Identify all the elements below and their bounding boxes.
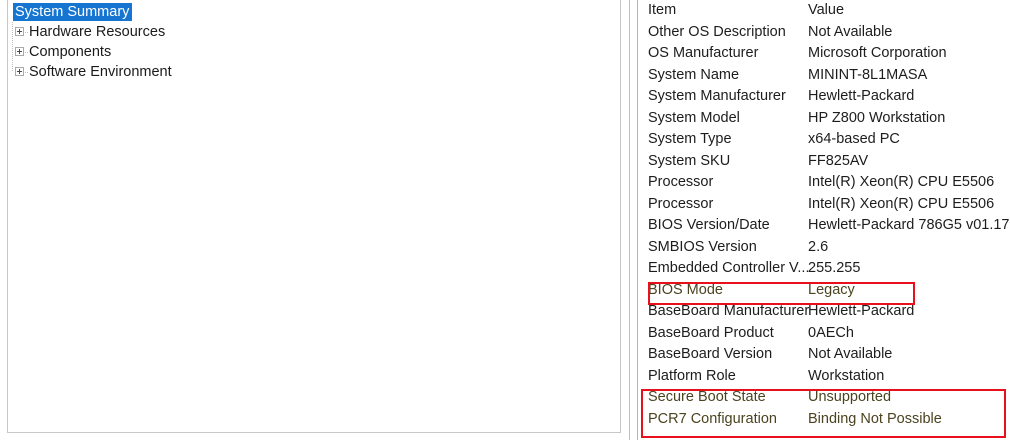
details-row[interactable]: Secure Boot State Unsupported [638, 387, 1010, 409]
details-row-item: BIOS Mode [648, 281, 723, 298]
details-row-item: System Name [648, 66, 740, 83]
tree-item-components[interactable]: Components [8, 42, 620, 62]
details-row-item: System SKU [648, 152, 731, 169]
details-row-item: SMBIOS Version [648, 238, 757, 255]
plus-expander-icon[interactable] [15, 66, 24, 76]
details-row-item: BaseBoard Product [648, 324, 774, 341]
details-row[interactable]: System Model HP Z800 Workstation [638, 108, 1010, 130]
details-row-item: BaseBoard Version [648, 346, 773, 362]
details-row[interactable]: System Name MININT-8L1MASA [638, 65, 1010, 87]
details-row[interactable]: Other OS Description Not Available [638, 22, 1010, 44]
details-row-value: Not Available [808, 346, 893, 362]
details-row-value: Hewlett-Packard [808, 303, 915, 319]
details-row-value: 2.6 [808, 238, 829, 255]
details-row-item: System Manufacturer [648, 88, 786, 104]
details-row[interactable]: Processor Intel(R) Xeon(R) CPU E5506 [638, 172, 1010, 194]
tree-item-label: Software Environment [29, 64, 172, 81]
tree-item-label: Components [29, 44, 112, 61]
details-row-value: HP Z800 Workstation [808, 109, 946, 126]
column-header-item: Item [648, 2, 677, 18]
details-row-item: Other OS Description [648, 23, 786, 40]
details-row[interactable]: BaseBoard Product 0AECh [638, 323, 1010, 345]
details-row[interactable]: BaseBoard Version Not Available [638, 344, 1010, 366]
details-row[interactable]: PCR7 Configuration Binding Not Possible [638, 409, 1010, 431]
details-row-value: 255.255 [808, 260, 861, 276]
details-row[interactable]: System SKU FF825AV [638, 151, 1010, 173]
details-row-value: Intel(R) Xeon(R) CPU E5506 [808, 174, 995, 190]
details-row-item: Secure Boot State [648, 389, 766, 405]
tree-item-system-summary[interactable]: System Summary [8, 2, 620, 22]
details-row-item: BIOS Version/Date [648, 217, 770, 233]
details-row[interactable]: Embedded Controller V...255.255 [638, 258, 1010, 280]
details-row-item: OS Manufacturer [648, 45, 759, 61]
details-row[interactable]: BIOS Mode Legacy [638, 280, 1010, 302]
details-row-value: Intel(R) Xeon(R) CPU E5506 [808, 195, 995, 212]
details-row[interactable]: OS Manufacturer Microsoft Corporation [638, 43, 1010, 65]
tree-item-hardware-resources[interactable]: Hardware Resources [8, 22, 620, 42]
details-row-value: Binding Not Possible [808, 410, 942, 427]
details-row-value: 0AECh [808, 324, 854, 341]
details-row-item: PCR7 Configuration [648, 410, 777, 427]
tree-item-software-environment[interactable]: Software Environment [8, 62, 620, 82]
details-row-item: Processor [648, 195, 714, 212]
details-row-value: Workstation [808, 367, 885, 384]
details-row-value: MININT-8L1MASA [808, 66, 928, 83]
details-row-item: System Model [648, 109, 740, 126]
details-row-item: Processor [648, 174, 714, 190]
details-row-item: System Type [648, 131, 732, 147]
details-row[interactable]: BIOS Version/Date Hewlett-Packard 786G5 v… [638, 215, 1010, 237]
details-row[interactable]: Platform Role Workstation [638, 366, 1010, 388]
column-header-value: Value [808, 2, 845, 18]
details-row-value: Hewlett-Packard [808, 88, 915, 104]
details-row-item: BaseBoard Manufacturer [648, 303, 810, 319]
details-row[interactable]: Processor Intel(R) Xeon(R) CPU E5506 [638, 194, 1010, 216]
details-row-item: Embedded Controller V... [648, 260, 810, 276]
tree-item-label: Hardware Resources [29, 24, 166, 41]
details-row[interactable]: System Type x64-based PC [638, 129, 1010, 151]
details-row-value: FF825AV [808, 152, 869, 169]
details-row[interactable]: System Manufacturer Hewlett-Packard [638, 86, 1010, 108]
details-row-value: Legacy [808, 281, 855, 298]
details-header-row: Item Value [638, 0, 1010, 22]
details-row-value: Microsoft Corporation [808, 45, 947, 61]
details-row-value: x64-based PC [808, 131, 900, 147]
details-row-value: Not Available [808, 23, 893, 40]
plus-expander-icon[interactable] [15, 46, 24, 56]
details-row-value: Hewlett-Packard 786G5 v01.17, 8/ [808, 217, 1010, 233]
tree-item-label: System Summary [13, 3, 133, 22]
details-row-item: Platform Role [648, 367, 736, 384]
details-row-value: Unsupported [808, 389, 892, 405]
plus-expander-icon[interactable] [15, 26, 24, 36]
details-row[interactable]: SMBIOS Version 2.6 [638, 237, 1010, 259]
